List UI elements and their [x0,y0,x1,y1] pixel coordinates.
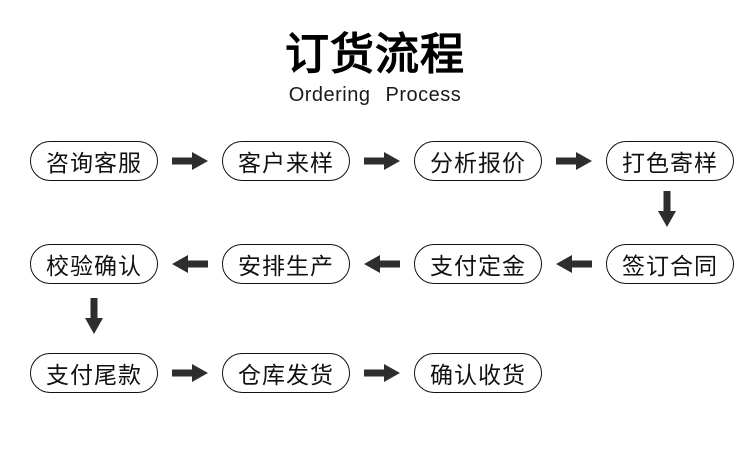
arrow-left-icon [556,255,592,273]
arrow-right-icon [172,152,208,170]
step-arrange-production: 安排生产 [222,244,350,284]
diagram-header: 订货流程 Ordering Process [0,30,750,106]
step-sign-contract: 签订合同 [606,244,734,284]
arrow-down-icon [658,191,676,227]
step-consult-customer-service: 咨询客服 [30,141,158,181]
arrow-right-icon [364,364,400,382]
arrow-left-icon [172,255,208,273]
arrow-down-icon [85,298,103,334]
step-pay-balance: 支付尾款 [30,353,158,393]
step-color-proof-sample: 打色寄样 [606,141,734,181]
step-verify-confirm: 校验确认 [30,244,158,284]
step-analyze-quote: 分析报价 [414,141,542,181]
step-warehouse-dispatch: 仓库发货 [222,353,350,393]
arrow-left-icon [364,255,400,273]
arrow-right-icon [172,364,208,382]
arrow-right-icon [364,152,400,170]
step-customer-sample: 客户来样 [222,141,350,181]
page-subtitle: Ordering Process [288,84,462,106]
arrow-right-icon [556,152,592,170]
page-title: 订货流程 [285,30,465,79]
step-pay-deposit: 支付定金 [414,244,542,284]
step-confirm-receipt: 确认收货 [414,353,542,393]
